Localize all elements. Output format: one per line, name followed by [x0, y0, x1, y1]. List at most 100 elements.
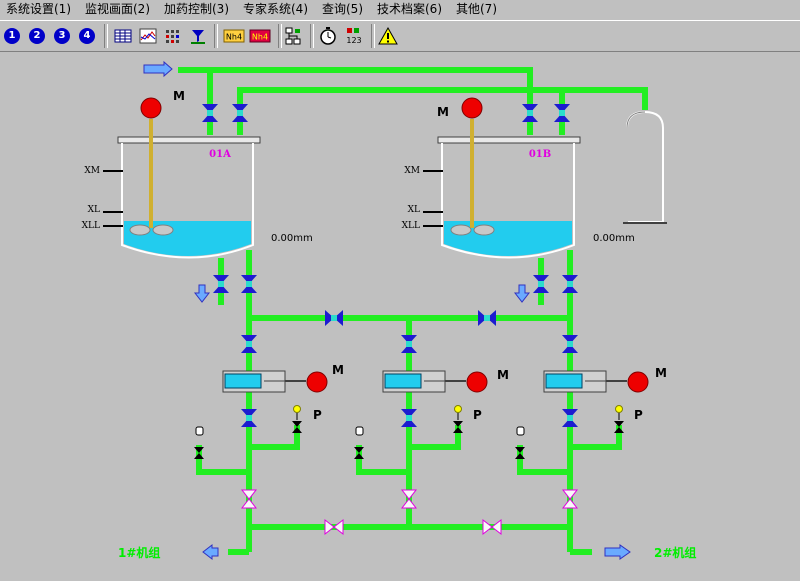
pump3-motor: [627, 371, 649, 393]
dosing-pump-1[interactable]: [222, 370, 328, 393]
pump2-outlet-valve[interactable]: [401, 409, 417, 427]
pressure-label-1: P: [313, 408, 322, 422]
outlet-left-arrow-icon: [202, 543, 219, 561]
nh4-tag-label: Nh4: [226, 33, 242, 42]
view-2-button[interactable]: 2: [28, 25, 46, 47]
network-icon: [285, 27, 301, 45]
table-button[interactable]: [113, 25, 133, 47]
counter-123-icon: 123: [346, 28, 362, 45]
pump2-motor: [466, 371, 488, 393]
pressure-label-3: P: [634, 408, 643, 422]
inlet-valve-b2[interactable]: [554, 104, 570, 122]
pressure-gauge-1: [292, 405, 302, 433]
level-xm-b: XM: [404, 166, 420, 176]
toolbar-separator: [278, 24, 282, 48]
toolbar-separator: [214, 24, 218, 48]
drain-arrow-a-icon: [193, 284, 211, 303]
crossover-valve-right[interactable]: [478, 310, 496, 326]
level-xll-a: XLL: [82, 221, 100, 231]
pump1-motor: [306, 371, 328, 393]
view-2-label: 2: [29, 28, 45, 44]
menu-query[interactable]: 查询(5): [322, 2, 363, 16]
view-4-button[interactable]: 4: [78, 25, 96, 47]
view-1-button[interactable]: 1: [3, 25, 21, 47]
level-xl-b: XL: [408, 205, 420, 215]
drain-valve-b[interactable]: [533, 275, 549, 293]
motor-label-b: M: [437, 105, 449, 119]
level-xll-b: XLL: [402, 221, 420, 231]
outlet-right-arrow-icon: [604, 544, 631, 560]
manual-valve-1[interactable]: [241, 489, 257, 509]
toolbar: 1 2 3 4 Nh4: [0, 20, 800, 52]
sample-tap-3[interactable]: [515, 426, 525, 459]
dosing-pump-2[interactable]: [382, 370, 488, 393]
level-xm-a: XM: [84, 166, 100, 176]
tank-01b: M 01B XM XL XLL 0.00mm: [402, 97, 635, 259]
sample-tap-1[interactable]: [194, 426, 204, 459]
agitator-motor-b[interactable]: [461, 97, 483, 119]
pressure-gauge-2: [453, 405, 463, 433]
header-valve-left[interactable]: [324, 519, 344, 535]
pump3-motor-label: M: [655, 366, 667, 380]
grid-button[interactable]: [163, 25, 183, 47]
inlet-arrow-icon: [143, 60, 173, 78]
outlet-label-right: 2#机组: [654, 545, 696, 560]
header-valve-right[interactable]: [482, 519, 502, 535]
drain-valve-a[interactable]: [213, 275, 229, 293]
motor-label-a: M: [173, 89, 185, 103]
grid-dots-icon: [166, 30, 179, 43]
toolbar-separator: [310, 24, 314, 48]
level-xl-a: XL: [88, 205, 100, 215]
timer-button[interactable]: [318, 25, 338, 47]
drain-arrow-b-icon: [513, 284, 531, 303]
toolbar-separator: [104, 24, 108, 48]
pump1-outlet-valve[interactable]: [241, 409, 257, 427]
inlet-valve-b1[interactable]: [522, 104, 538, 122]
inlet-valve-a2[interactable]: [232, 104, 248, 122]
pump2-motor-label: M: [497, 368, 509, 382]
inlet-valve-a1[interactable]: [202, 104, 218, 122]
alarm-button[interactable]: [377, 25, 399, 47]
pump1-motor-label: M: [332, 363, 344, 377]
level-reading-a: 0.00mm: [271, 233, 313, 244]
pump1-inlet-valve[interactable]: [241, 335, 257, 353]
nh4-tag-red-icon: Nh4: [249, 29, 271, 43]
nh4-button[interactable]: Nh4: [222, 25, 246, 47]
process-diagram: M 01A XM XL XLL 0.00mm M 01B XM XL XLL 0…: [82, 60, 696, 561]
menu-other[interactable]: 其他(7): [456, 2, 497, 16]
gas-cylinder: [623, 110, 667, 224]
outlet-valve-b[interactable]: [562, 275, 578, 293]
agitator-motor-a[interactable]: [140, 97, 162, 119]
crossover-valve-left[interactable]: [325, 310, 343, 326]
menu-system-settings[interactable]: 系统设置(1): [6, 2, 71, 16]
menu-dosing-control[interactable]: 加药控制(3): [164, 2, 229, 16]
view-3-button[interactable]: 3: [53, 25, 71, 47]
feed-pipes: [178, 67, 648, 135]
menu-technical-archive[interactable]: 技术档案(6): [377, 2, 442, 16]
trend-button[interactable]: [138, 25, 158, 47]
toolbar-separator: [371, 24, 375, 48]
menu-monitor-screen[interactable]: 监视画面(2): [85, 2, 150, 16]
dosing-pump-3[interactable]: [543, 370, 649, 393]
tank-label-a: 01A: [209, 149, 231, 160]
filter-button[interactable]: [188, 25, 208, 47]
outlet-valve-a[interactable]: [241, 275, 257, 293]
manual-valve-3[interactable]: [562, 489, 578, 509]
pump3-inlet-valve[interactable]: [562, 335, 578, 353]
manual-valve-2[interactable]: [401, 489, 417, 509]
nh4-tag-icon: Nh4: [223, 29, 245, 43]
trend-chart-icon: [139, 28, 157, 44]
nh4-red-button[interactable]: Nh4: [248, 25, 272, 47]
menu-expert-system[interactable]: 专家系统(4): [243, 2, 308, 16]
menu-bar: 系统设置(1) 监视画面(2) 加药控制(3) 专家系统(4) 查询(5) 技术…: [0, 0, 800, 19]
pump2-inlet-valve[interactable]: [401, 335, 417, 353]
level-reading-b: 0.00mm: [593, 233, 635, 244]
pump3-outlet-valve[interactable]: [562, 409, 578, 427]
tank-label-b: 01B: [529, 149, 551, 160]
view-4-label: 4: [79, 28, 95, 44]
view-3-label: 3: [54, 28, 70, 44]
counter-button[interactable]: 123: [343, 25, 365, 47]
sample-tap-2[interactable]: [354, 426, 364, 459]
network-button[interactable]: [283, 25, 303, 47]
clock-icon: [320, 27, 336, 45]
